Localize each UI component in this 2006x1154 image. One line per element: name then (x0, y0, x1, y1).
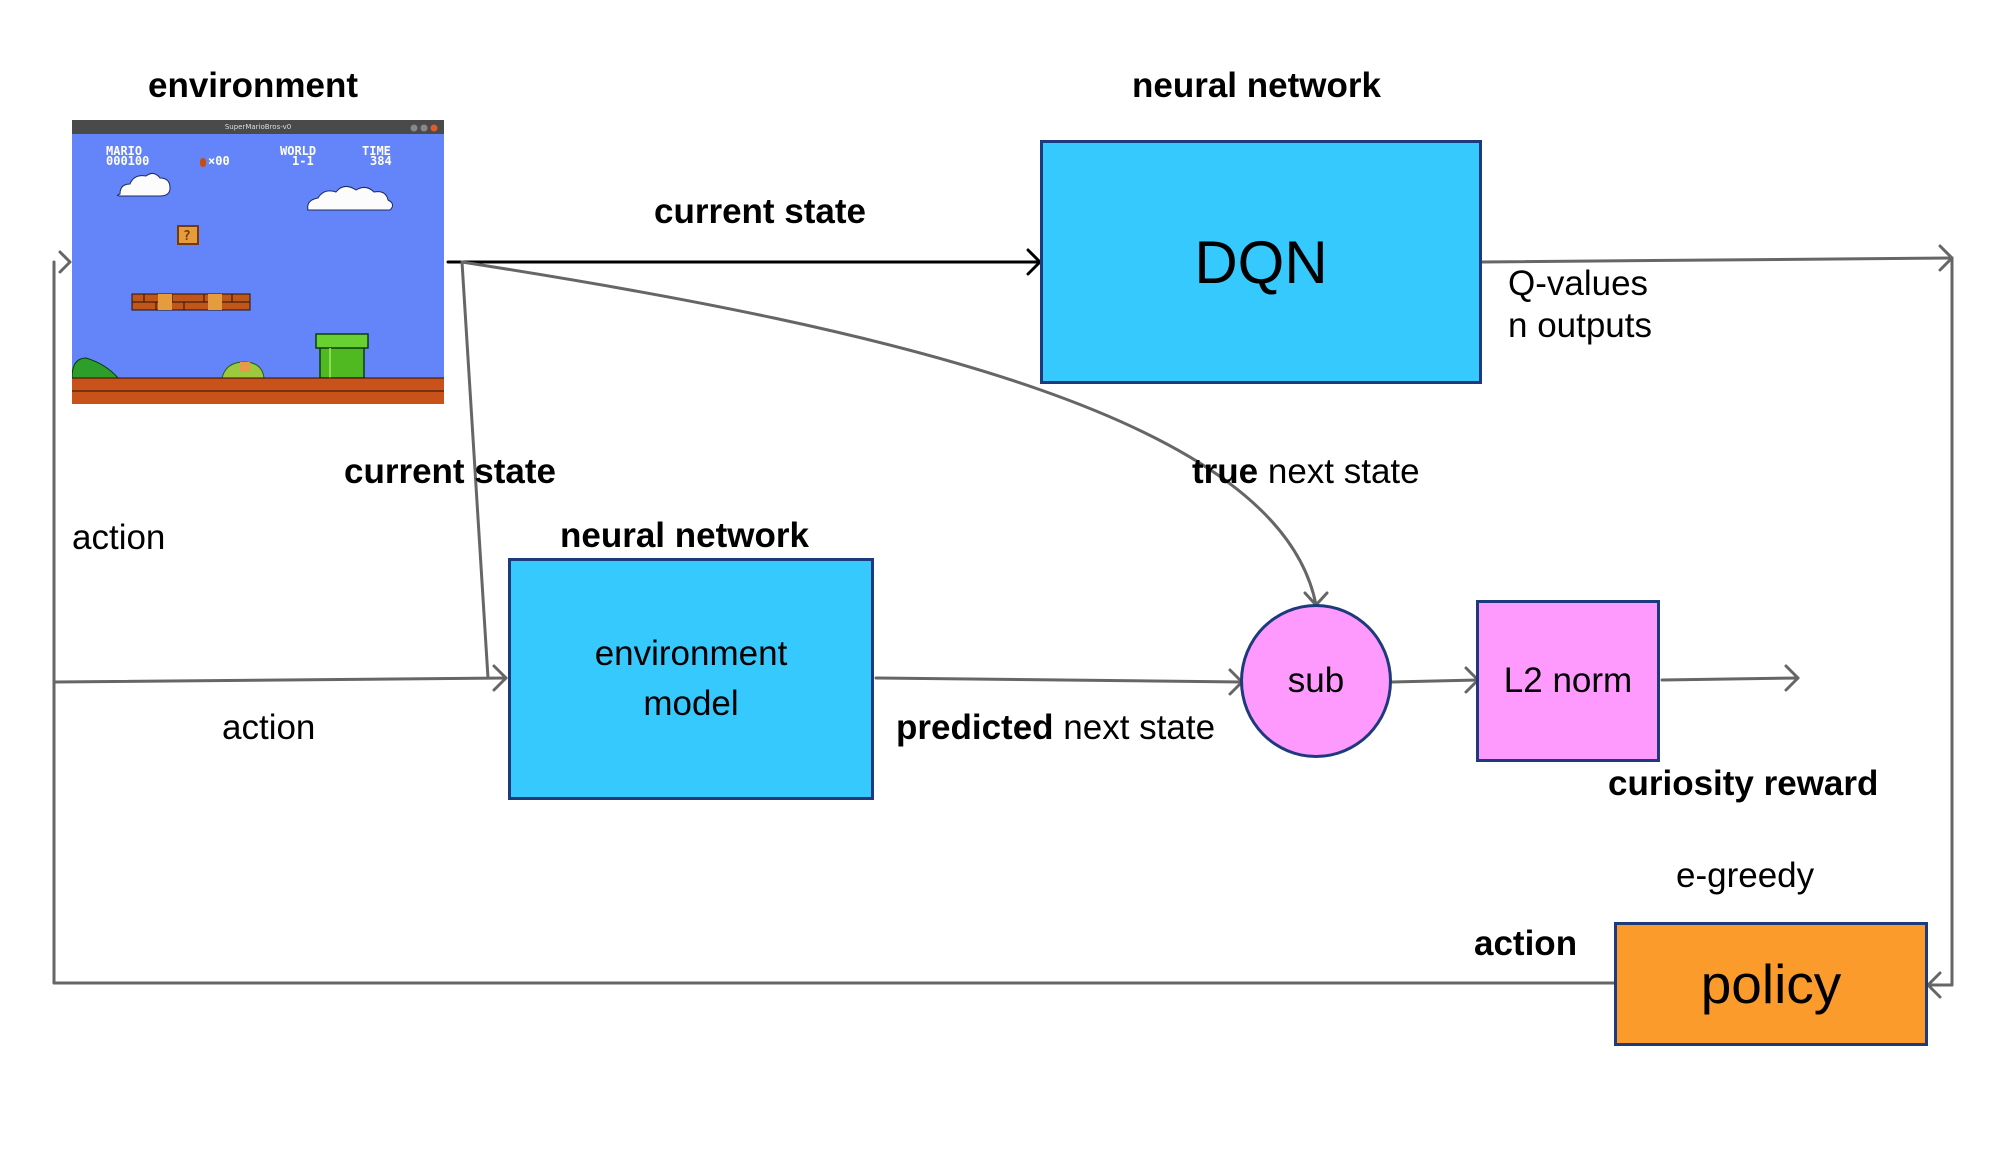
line-state-to-model (460, 260, 490, 680)
sub-label: sub (1287, 661, 1345, 700)
hud-coins: ×00 (208, 154, 230, 168)
predicted-rest: next state (1053, 708, 1216, 747)
dqn-box: DQN (1040, 140, 1482, 384)
hill-icon (72, 357, 120, 379)
predicted-next-state-label: predicted next state (896, 708, 1215, 748)
e-greedy-label: e-greedy (1676, 856, 1815, 895)
svg-text:?: ? (183, 229, 191, 244)
l2-norm-label: L2 norm (1503, 661, 1633, 700)
hud-time-value: 384 (370, 154, 392, 168)
environment-title: environment (148, 66, 359, 105)
line-model-to-sub (874, 676, 1244, 684)
policy-box: policy (1614, 922, 1928, 1046)
hud-mario-label: MARIO (106, 144, 143, 158)
cloud-small-icon (116, 172, 171, 197)
nn-title-top: neural network (1132, 66, 1381, 105)
environment-model-box: environment model (508, 558, 874, 800)
coin-icon (200, 158, 206, 167)
game-screenshot: SuperMarioBros-v0 MARIO 000100 ×00 WORLD… (72, 120, 444, 404)
arrow-dqn-to-right (1480, 256, 1954, 264)
curve-true-next-state (460, 260, 1318, 607)
game-window-title: SuperMarioBros-v0 (224, 123, 292, 131)
game-scene: MARIO 000100 ×00 WORLD 1-1 TIME 384 ? (72, 134, 444, 404)
current-state-top-label: current state (654, 192, 867, 231)
true-bold: true (1192, 452, 1259, 491)
current-state-left-label: current state (344, 452, 557, 491)
line-action-to-model (52, 676, 508, 684)
sub-node: sub (1240, 604, 1392, 758)
question-block-icon (177, 225, 199, 245)
arrowhead-env-left (58, 250, 72, 274)
ground-pattern (72, 377, 444, 392)
goomba-icon (240, 362, 250, 372)
predicted-bold: predicted (896, 708, 1054, 747)
true-next-state-label: true next state (1192, 452, 1420, 492)
hud-world-value: 1-1 (292, 154, 314, 168)
action-mid-label: action (222, 708, 316, 747)
question-block-icon (208, 294, 222, 310)
cloud-large-icon (307, 186, 394, 211)
question-block-icon (158, 294, 172, 310)
true-rest: next state (1258, 452, 1420, 491)
action-left-label: action (72, 518, 166, 557)
pipe-icon (315, 333, 369, 379)
qvalues-label: Q-values (1508, 264, 1649, 303)
line-l2-to-reward (1660, 676, 1800, 682)
game-window-titlebar: SuperMarioBros-v0 (72, 120, 444, 134)
game-scene-art: ? (72, 172, 444, 404)
env-model-line1: environment (594, 634, 788, 673)
arrowhead-model (492, 664, 508, 692)
n-outputs-label: n outputs (1508, 306, 1652, 345)
arrowhead-reward (1784, 664, 1800, 692)
arrowhead-policy (1926, 971, 1942, 999)
dqn-label: DQN (1194, 228, 1328, 296)
hud-world-label: WORLD (280, 144, 317, 158)
policy-label: policy (1700, 953, 1842, 1015)
hud-time-label: TIME (362, 144, 391, 158)
window-buttons-icon (410, 123, 440, 132)
brick-row (131, 293, 251, 311)
action-bottom-label: action (1474, 924, 1578, 963)
hud-score: 000100 (106, 154, 150, 168)
nn-title-mid: neural network (560, 516, 809, 555)
line-sub-to-l2 (1390, 678, 1480, 684)
env-model-line2: model (643, 684, 739, 723)
curiosity-reward-label: curiosity reward (1608, 764, 1879, 803)
l2-norm-box: L2 norm (1476, 600, 1660, 762)
